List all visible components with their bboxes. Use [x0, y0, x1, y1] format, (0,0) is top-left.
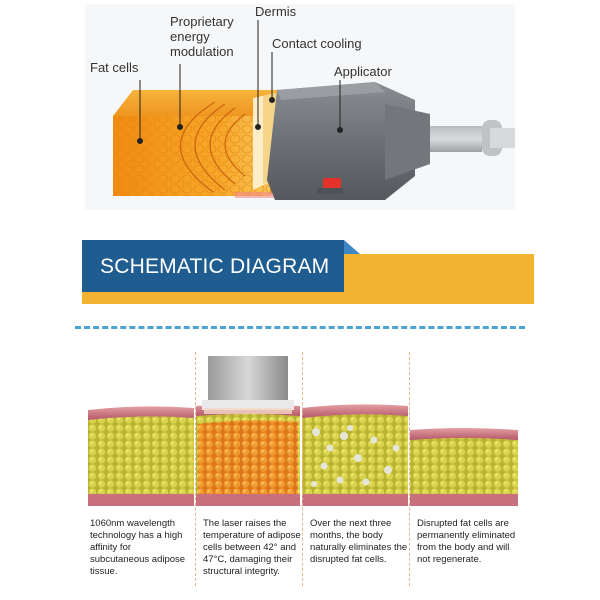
banner-fold — [344, 240, 360, 254]
applicator-head — [267, 82, 415, 200]
stage-separator-1 — [195, 352, 196, 586]
label-energy-modulation: Proprietary energy modulation — [170, 14, 234, 59]
applicator-cable — [430, 126, 482, 152]
label-contact-cooling: Contact cooling — [272, 36, 362, 51]
label-fat-cells: Fat cells — [90, 60, 139, 75]
banner-title: SCHEMATIC DIAGRAM — [100, 255, 330, 278]
top-illustration — [85, 4, 515, 210]
stage-1-caption: 1060nm wavelength technology has a high … — [90, 518, 186, 577]
stage-3-caption: Over the next three months, the body nat… — [310, 518, 408, 565]
stage-separator-2 — [302, 352, 303, 586]
section-divider — [75, 326, 525, 329]
stage-2-applicator — [208, 356, 288, 406]
label-dermis: Dermis — [255, 4, 297, 19]
label-applicator: Applicator — [334, 64, 392, 79]
stage-3-tissue — [302, 404, 408, 506]
stage-1-tissue — [88, 406, 194, 506]
applicator-handle — [385, 104, 430, 180]
stage-2-caption: The laser raises the temperature of adip… — [203, 518, 301, 577]
energy-waves — [179, 101, 246, 193]
banner-blue-block — [82, 240, 344, 292]
applicator-illustration — [113, 82, 515, 200]
treatment-stages — [88, 356, 518, 506]
stage-4-caption: Disrupted fat cells are permanently elim… — [417, 518, 516, 565]
stage-4-tissue — [410, 428, 518, 506]
fat-block-top — [113, 90, 290, 116]
stage-separator-3 — [409, 352, 410, 586]
stage-2-tissue — [196, 356, 300, 506]
